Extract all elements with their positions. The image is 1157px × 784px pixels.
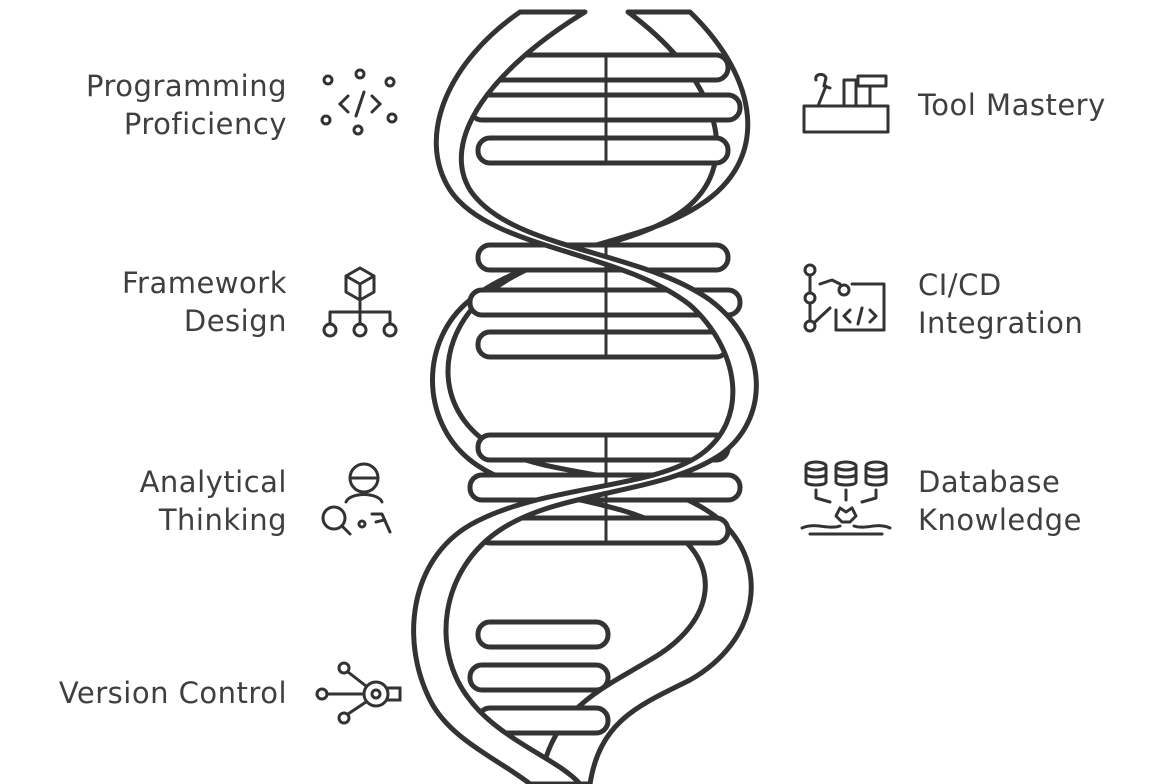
- skill-line: Framework: [121, 266, 287, 300]
- skill-line: Programming: [86, 69, 287, 103]
- toolbox-icon: [800, 70, 892, 136]
- helix-strand-front: [411, 9, 759, 784]
- skill-label-tool: Tool Mastery: [918, 86, 1106, 124]
- hierarchy-cube-icon: [318, 264, 402, 340]
- skill-line: Tool Mastery: [918, 88, 1106, 122]
- skill-label-cicd: CI/CD Integration: [918, 266, 1083, 342]
- analyst-magnifier-icon: [316, 460, 406, 540]
- database-stack-icon: [800, 458, 892, 538]
- skill-label-programming: Programming Proficiency: [86, 67, 287, 143]
- skill-line: Design: [183, 304, 287, 338]
- skill-label-framework: Framework Design: [122, 264, 287, 340]
- skill-line: Version Control: [58, 676, 287, 710]
- skill-line: Thinking: [158, 503, 287, 537]
- skill-line: Integration: [918, 306, 1084, 340]
- skill-line: CI/CD: [918, 268, 1002, 302]
- code-network-icon: [318, 68, 402, 138]
- skill-label-database: Database Knowledge: [918, 463, 1082, 539]
- skill-line: Proficiency: [123, 107, 287, 141]
- skill-line: Analytical: [139, 465, 287, 499]
- skill-line: Database: [918, 465, 1061, 499]
- skill-line: Knowledge: [918, 503, 1082, 537]
- skill-label-version: Version Control: [59, 674, 287, 712]
- pipeline-code-icon: [800, 262, 892, 336]
- version-branch-icon: [314, 660, 406, 726]
- skill-label-analytical: Analytical Thinking: [140, 463, 287, 539]
